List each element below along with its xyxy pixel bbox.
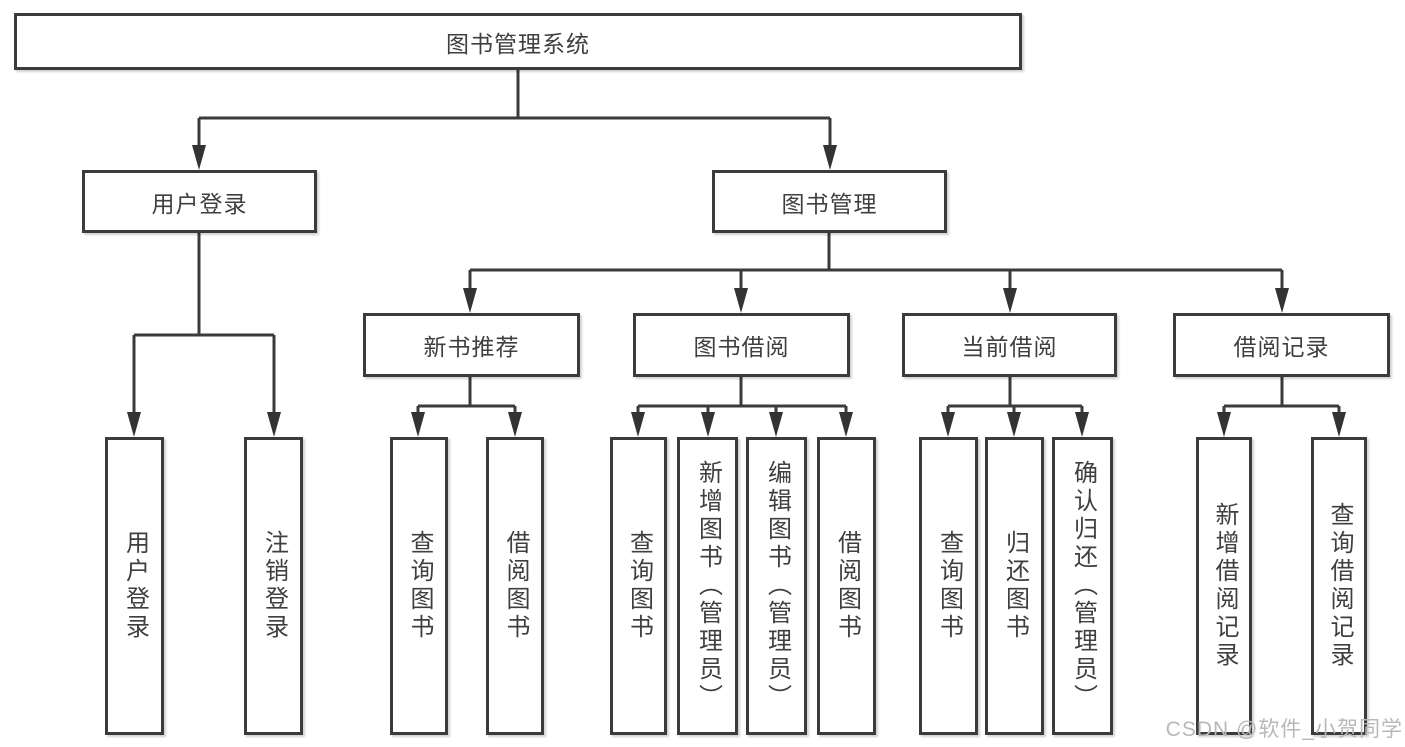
arrow-icon: [839, 412, 853, 437]
connector-borrow-records: [1222, 377, 1341, 413]
node-book-borrow: 图书借阅: [633, 313, 850, 377]
csdn-watermark: CSDN @软件_小贺同学: [1165, 718, 1403, 741]
node-label: 查询借阅记录: [1326, 502, 1353, 670]
node-new-book-recommend: 新书推荐: [363, 313, 580, 377]
node-label: 借阅图书: [833, 530, 861, 642]
leaf-query-borrow-record: 查询借阅记录: [1311, 437, 1367, 735]
leaf-confirm-return-admin: 确认归还（管理员）: [1052, 437, 1113, 735]
leaf-recommend-borrow-book: 借阅图书: [486, 437, 544, 735]
arrow-icon: [411, 412, 425, 437]
arrow-icon: [463, 288, 477, 313]
node-label: 当前借阅: [961, 334, 1058, 360]
arrow-icon: [508, 412, 522, 437]
node-label: 用户登录: [151, 190, 248, 217]
node-user-login: 用户登录: [82, 170, 317, 233]
arrow-icon: [823, 145, 837, 170]
arrow-icon: [1003, 288, 1017, 313]
node-label: 归还图书: [1001, 530, 1029, 642]
connector-book-borrow: [636, 377, 848, 413]
leaf-borrow-book: 借阅图书: [817, 437, 876, 735]
connector-current-borrow: [946, 377, 1084, 413]
arrow-icon: [734, 288, 748, 313]
arrow-icon: [1217, 412, 1231, 437]
node-label: 新增借阅记录: [1211, 502, 1238, 670]
arrow-icon: [769, 412, 783, 437]
arrowheads: [127, 145, 1346, 437]
leaf-user-login: 用户登录: [105, 437, 164, 735]
leaf-current-query-book: 查询图书: [919, 437, 978, 735]
connector-new-book-recommend: [416, 377, 517, 413]
node-current-borrow: 当前借阅: [902, 313, 1117, 377]
node-label: 新书推荐: [423, 334, 520, 360]
arrow-icon: [192, 145, 206, 170]
connector-root: [197, 70, 832, 146]
arrow-icon: [1007, 412, 1021, 437]
leaf-recommend-query-book: 查询图书: [390, 437, 448, 735]
node-label: 图书借阅: [693, 334, 790, 360]
arrow-icon: [127, 412, 141, 437]
node-label: 借阅记录: [1233, 334, 1330, 360]
node-label: 查询图书: [625, 530, 653, 642]
leaf-edit-book-admin: 编辑图书（管理员）: [746, 437, 807, 735]
leaf-logout: 注销登录: [244, 437, 303, 735]
node-book-management: 图书管理: [712, 170, 947, 233]
node-label: 确认归还（管理员）: [1069, 460, 1097, 712]
node-borrow-records: 借阅记录: [1173, 313, 1390, 377]
node-label: 查询图书: [935, 530, 963, 642]
node-label: 图书管理: [781, 190, 878, 217]
node-label: 编辑图书（管理员）: [763, 460, 791, 712]
arrow-icon: [941, 412, 955, 437]
node-label: 图书管理系统: [446, 30, 590, 57]
node-root-system: 图书管理系统: [14, 13, 1022, 70]
node-label: 注销登录: [260, 530, 288, 642]
arrow-icon: [631, 412, 645, 437]
leaf-add-book-admin: 新增图书（管理员）: [677, 437, 738, 735]
leaf-return-book: 归还图书: [985, 437, 1044, 735]
node-label: 新增图书（管理员）: [694, 460, 722, 712]
arrow-icon: [1332, 412, 1346, 437]
leaf-add-borrow-record: 新增借阅记录: [1196, 437, 1252, 735]
leaf-borrow-query-book: 查询图书: [610, 437, 667, 735]
node-label: 借阅图书: [502, 530, 529, 642]
connector-user-login: [132, 233, 276, 413]
arrow-icon: [1275, 288, 1289, 313]
connector-book-management: [468, 233, 1284, 289]
arrow-icon: [701, 412, 715, 437]
arrow-icon: [1075, 412, 1089, 437]
node-label: 查询图书: [406, 530, 433, 642]
arrow-icon: [267, 412, 281, 437]
node-label: 用户登录: [121, 530, 149, 642]
